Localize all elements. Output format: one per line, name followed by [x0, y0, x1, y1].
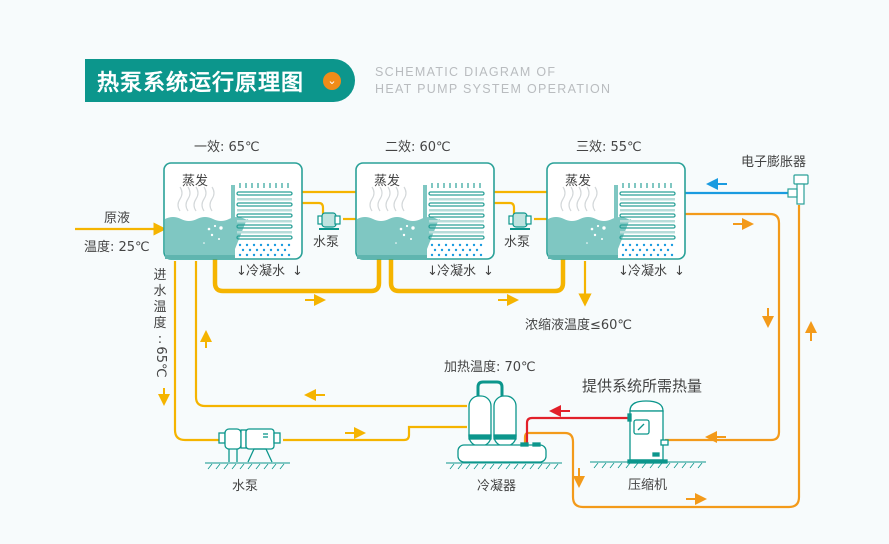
- inlet-char: 温: [153, 300, 167, 315]
- hot-water-pipes: [75, 190, 592, 442]
- inlet-water-temperature: 进 水 温 度 : 65℃: [152, 268, 168, 378]
- compressor-label: 压缩机: [628, 477, 667, 493]
- chevron-down-icon[interactable]: ⌄: [323, 72, 341, 90]
- inlet-char: 度: [153, 316, 167, 331]
- inline-pump-label: 水泵: [504, 235, 530, 250]
- flow-arrows: [158, 178, 817, 505]
- inline-pump-label: 水泵: [313, 235, 339, 250]
- effect-1-label: 一效: 65℃: [194, 140, 260, 155]
- condenser-icon: [446, 380, 562, 464]
- down-arrow-icon: ↓: [483, 264, 494, 279]
- pump-icon: [317, 212, 341, 230]
- main-pump-label: 水泵: [232, 479, 258, 494]
- down-arrow-icon: ↓: [292, 264, 303, 279]
- pump-icon: [508, 212, 532, 230]
- condensate-label: 冷凝水: [628, 263, 667, 279]
- compressor-icon: [590, 400, 706, 464]
- condenser-label: 冷凝器: [477, 478, 516, 494]
- water-pump-icon: [205, 428, 290, 464]
- down-arrow-icon: ↓: [236, 264, 247, 279]
- condensate-label: 冷凝水: [437, 263, 476, 279]
- evaporation-label: 蒸发: [182, 173, 208, 189]
- evaporation-label: 蒸发: [565, 173, 591, 189]
- effect-2-label: 二效: 60℃: [385, 140, 451, 155]
- heating-temp-label: 加热温度: 70℃: [444, 359, 536, 375]
- inlet-value: 65℃: [153, 346, 168, 378]
- page-title: 热泵系统运行原理图: [97, 70, 305, 96]
- ground-hatch: [593, 462, 703, 469]
- condensate-label: 冷凝水: [246, 263, 285, 279]
- evaporation-label: 蒸发: [374, 173, 400, 189]
- concentrate-label: 浓缩液温度≤60℃: [525, 317, 632, 333]
- inlet-char: 水: [153, 284, 167, 299]
- feed-label: 原液: [104, 211, 130, 226]
- title-banner: 热泵系统运行原理图 ⌄: [85, 59, 355, 102]
- page-subtitle: SCHEMATIC DIAGRAM OF HEAT PUMP SYSTEM OP…: [375, 64, 611, 98]
- subtitle-line-2: HEAT PUMP SYSTEM OPERATION: [375, 82, 612, 96]
- heat-supply-label: 提供系统所需热量: [582, 377, 702, 395]
- effect-3-label: 三效: 55℃: [576, 140, 642, 155]
- inlet-char: 进: [153, 268, 167, 283]
- subtitle-line-1: SCHEMATIC DIAGRAM OF: [375, 65, 557, 79]
- expansion-valve-label: 电子膨胀器: [741, 155, 806, 170]
- feed-temperature: 温度: 25℃: [84, 239, 150, 255]
- down-arrow-icon: ↓: [427, 264, 438, 279]
- ground-hatch: [449, 463, 559, 470]
- hot-gas-line: [525, 416, 628, 443]
- ground-hatch: [207, 463, 285, 470]
- condensate-return-pipes: [212, 259, 566, 294]
- down-arrow-icon: ↓: [674, 264, 685, 279]
- inlet-char: :: [157, 332, 163, 347]
- expansion-valve-icon: [787, 174, 809, 205]
- down-arrow-icon: ↓: [618, 264, 629, 279]
